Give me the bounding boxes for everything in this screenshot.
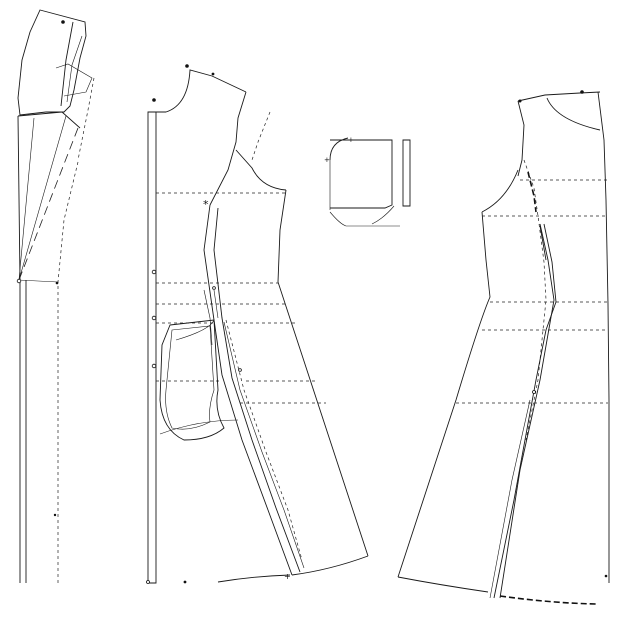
notch-star-icon: * — [203, 198, 209, 211]
pocket-band — [402, 139, 411, 207]
collar-outline — [17, 9, 87, 116]
front-pocket-inner — [165, 325, 215, 430]
back-princess-2 — [493, 223, 557, 599]
front-side-seam — [277, 189, 287, 283]
pocket-piece: + + — [324, 136, 411, 227]
strip-grain — [57, 161, 79, 583]
back-princess-thick — [527, 171, 537, 213]
collar-inner-line — [60, 21, 74, 107]
front-hem — [291, 555, 369, 576]
collar-inner-line-2 — [66, 35, 83, 103]
front-neckline — [156, 69, 247, 113]
front-princess-dashed — [225, 319, 303, 561]
cross-marker-icon: + — [284, 572, 291, 581]
back-side-seam — [397, 211, 491, 578]
front-armhole — [235, 149, 287, 191]
back-princess-1 — [499, 223, 555, 599]
pocket-notch-icon: + — [348, 136, 354, 144]
back-princess-dash — [523, 159, 547, 441]
back-princess-3 — [489, 399, 531, 599]
pocket-notch-icon-2: + — [324, 156, 330, 164]
back-center — [597, 91, 610, 583]
back-hem-dashed — [499, 595, 597, 605]
front-shoulder — [209, 91, 247, 206]
front-pocket-lower — [159, 419, 239, 435]
pocket-corner — [329, 137, 349, 161]
back-shoulder — [517, 100, 525, 177]
back-armhole — [481, 169, 519, 213]
back-hem — [397, 576, 489, 593]
front-pocket-outer — [159, 319, 225, 441]
strip-top — [17, 111, 81, 129]
strip-diag-1 — [18, 115, 67, 281]
front-hem-left — [217, 574, 291, 583]
back-neckline — [517, 91, 601, 102]
collar-strip-piece — [16, 9, 95, 583]
strip-diag-2 — [18, 117, 35, 281]
pocket-bottom-2 — [371, 205, 395, 225]
back-princess-4 — [539, 225, 547, 261]
front-flare-side — [277, 281, 369, 557]
front-cf-strip — [147, 111, 157, 584]
back-neck-curve — [546, 97, 601, 131]
front-dart-1 — [203, 289, 213, 346]
front-princess-3 — [223, 321, 305, 569]
pocket-bottom — [329, 211, 400, 227]
front-dart-2 — [213, 289, 219, 319]
strip-left-edge — [17, 115, 21, 583]
front-princess-1 — [203, 204, 293, 576]
front-panel-piece: * + — [146, 64, 369, 584]
front-princess-2 — [213, 207, 301, 573]
collar-fold — [55, 63, 93, 97]
front-pocket-extra — [175, 319, 215, 341]
pocket-square — [330, 139, 393, 209]
collar-dashed — [77, 77, 95, 161]
front-shoulder-dashed — [251, 111, 271, 161]
back-panel-piece — [397, 90, 610, 605]
strip-long-dash — [18, 127, 79, 281]
